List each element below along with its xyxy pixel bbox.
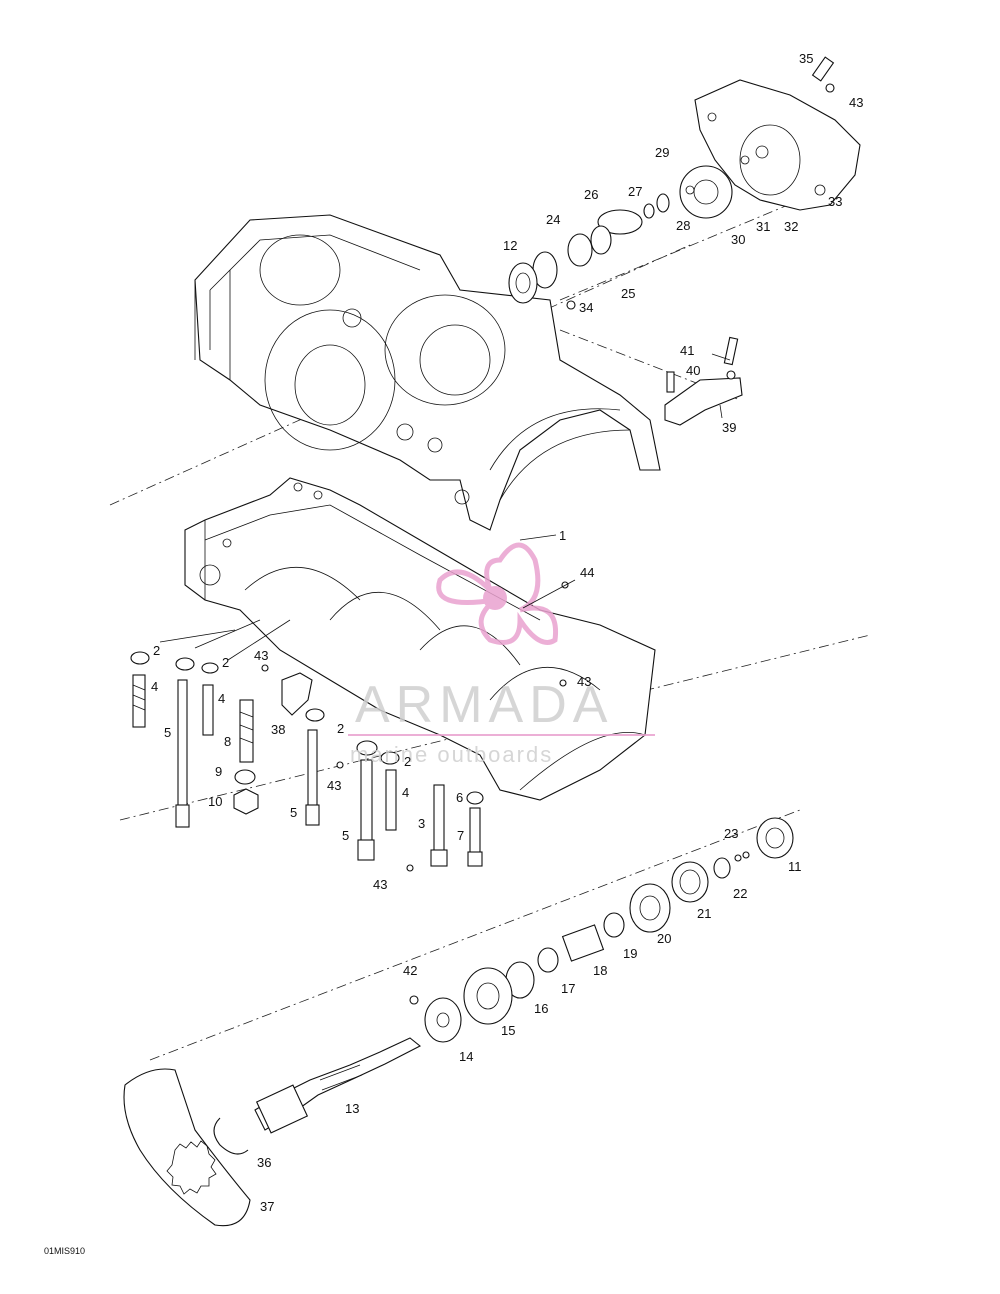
callout-3: 3	[418, 816, 425, 831]
bracket-assembly	[664, 336, 743, 426]
leader-lines	[159, 353, 731, 661]
callout-21: 21	[697, 906, 711, 921]
callouts: 35 43 29 27 26 24 12 28 30 31 32 33 25 3…	[151, 51, 863, 1214]
callout-43-mid: 43	[327, 778, 341, 793]
watermark-title: ARMADA	[355, 676, 613, 734]
callout-2-b: 2	[222, 655, 229, 670]
callout-18: 18	[593, 963, 607, 978]
callout-2-d: 2	[404, 754, 411, 769]
callout-10: 10	[208, 794, 222, 809]
callout-2-c: 2	[337, 721, 344, 736]
callout-28: 28	[676, 218, 690, 233]
callout-38: 38	[271, 722, 285, 737]
callout-43: 43	[849, 95, 863, 110]
watermark: ARMADA marine outboards	[348, 542, 655, 767]
callout-39: 39	[722, 420, 736, 435]
upper-crankcase	[194, 214, 661, 531]
callout-25: 25	[621, 286, 635, 301]
callout-40: 40	[686, 363, 700, 378]
callout-4-b: 4	[218, 691, 225, 706]
callout-16: 16	[534, 1001, 548, 1016]
callout-20: 20	[657, 931, 671, 946]
callout-7: 7	[457, 828, 464, 843]
callout-33: 33	[828, 194, 842, 209]
callout-5-c: 5	[342, 828, 349, 843]
lower-crankcase	[184, 477, 656, 801]
callout-29: 29	[655, 145, 669, 160]
drive-shaft-assembly	[123, 817, 794, 1227]
callout-17: 17	[561, 981, 575, 996]
callout-19: 19	[623, 946, 637, 961]
callout-24: 24	[546, 212, 560, 227]
callout-27: 27	[628, 184, 642, 199]
callout-5-a: 5	[164, 725, 171, 740]
callout-30: 30	[731, 232, 745, 247]
callout-13: 13	[345, 1101, 359, 1116]
callout-15: 15	[501, 1023, 515, 1038]
callout-26: 26	[584, 187, 598, 202]
callout-22: 22	[733, 886, 747, 901]
callout-12: 12	[503, 238, 517, 253]
callout-1: 1	[559, 528, 566, 543]
callout-4-c: 4	[402, 785, 409, 800]
callout-43-right: 43	[577, 674, 591, 689]
callout-42: 42	[403, 963, 417, 978]
callout-6: 6	[456, 790, 463, 805]
callout-34: 34	[579, 300, 593, 315]
callout-43-left: 43	[254, 648, 268, 663]
callout-23: 23	[724, 826, 738, 841]
watermark-subtitle: marine outboards	[350, 742, 553, 767]
watermark-logo	[436, 542, 559, 645]
callout-37: 37	[260, 1199, 274, 1214]
callout-11: 11	[788, 859, 802, 874]
callout-36: 36	[257, 1155, 271, 1170]
callout-44: 44	[580, 565, 594, 580]
figure-code: 01MIS910	[44, 1246, 85, 1256]
callout-9: 9	[215, 764, 222, 779]
callout-8: 8	[224, 734, 231, 749]
rotary-valve-cover	[508, 56, 861, 310]
callout-4-a: 4	[151, 679, 158, 694]
callout-32: 32	[784, 219, 798, 234]
fasteners	[130, 581, 569, 872]
callout-5-b: 5	[290, 805, 297, 820]
watermark-logo-center	[483, 586, 507, 610]
callout-43-low: 43	[373, 877, 387, 892]
callout-41: 41	[680, 343, 694, 358]
callout-31: 31	[756, 219, 770, 234]
callout-35: 35	[799, 51, 813, 66]
callout-2-a: 2	[153, 643, 160, 658]
callout-14: 14	[459, 1049, 473, 1064]
